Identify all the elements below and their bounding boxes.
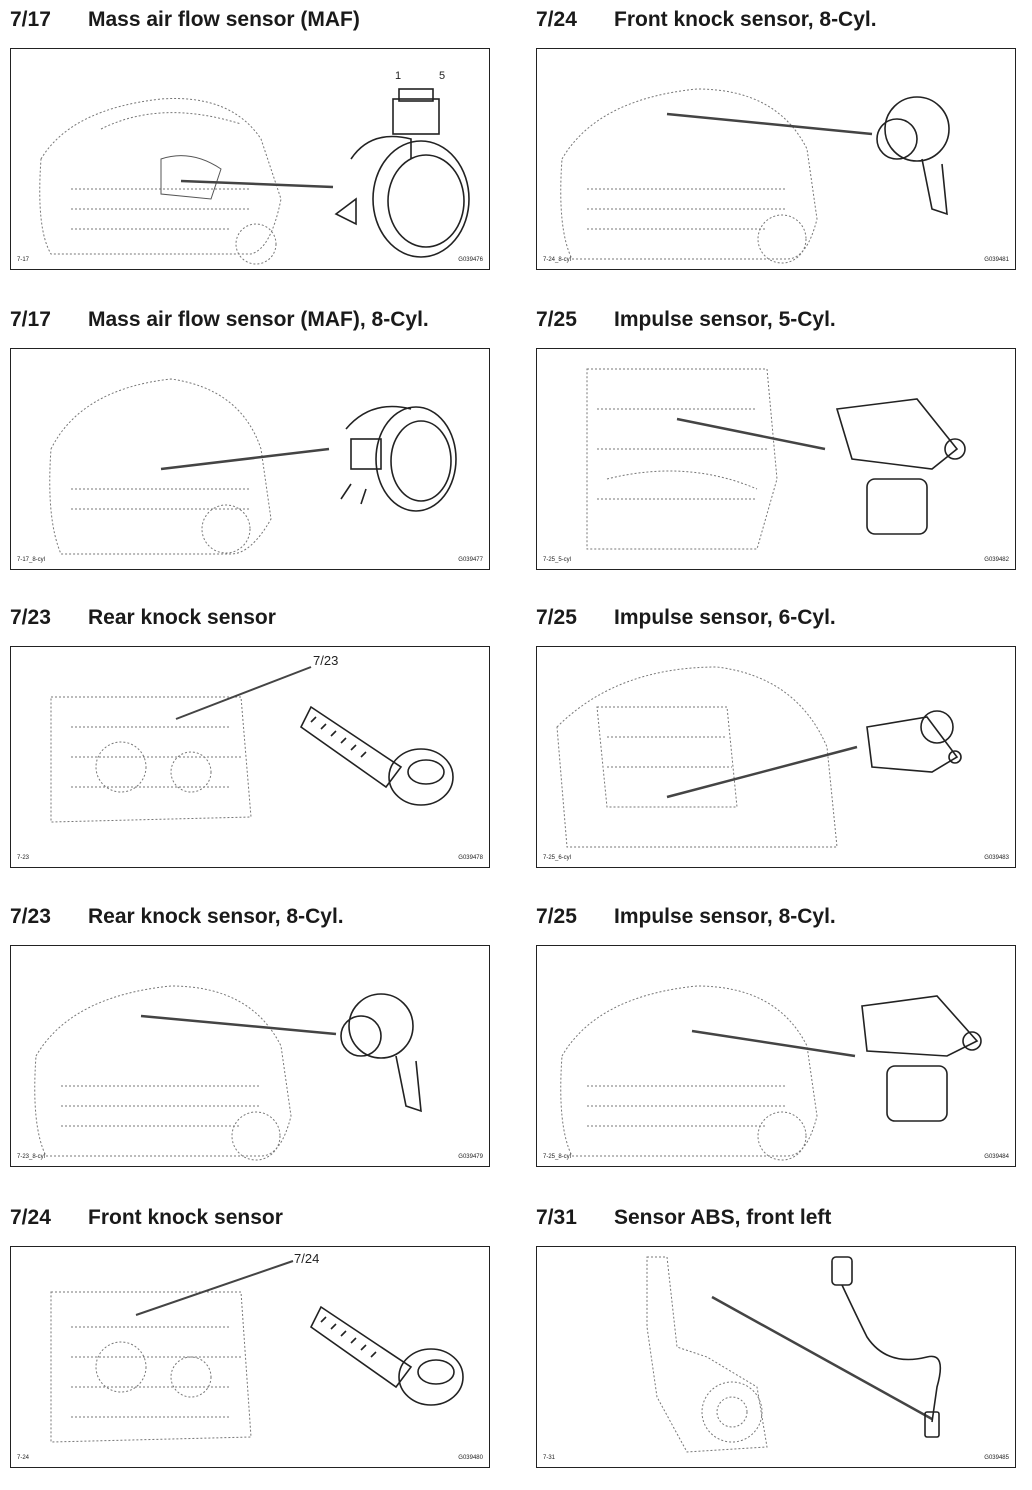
diagram-frame: 7/24 7-24 G039480 (10, 1246, 490, 1468)
component-code: 7/24 (10, 1206, 51, 1229)
component-title: Mass air flow sensor (MAF), 8-Cyl. (88, 308, 429, 331)
panel-heading: 7/31 Sensor ABS, front left (536, 1206, 831, 1230)
drawing-id: G039485 (984, 1455, 1009, 1461)
diagram-frame: 7-25_6-cyl G039483 (536, 646, 1016, 868)
drawing-id: G039478 (458, 855, 483, 861)
component-title: Front knock sensor, 8-Cyl. (614, 8, 877, 31)
drawing-id: G039481 (984, 257, 1009, 263)
figure-ref: 7-17 (17, 257, 30, 263)
component-title: Rear knock sensor (88, 606, 276, 629)
component-title: Mass air flow sensor (MAF) (88, 8, 360, 31)
component-title: Impulse sensor, 5-Cyl. (614, 308, 836, 331)
panel-heading: 7/17 Mass air flow sensor (MAF), 8-Cyl. (10, 308, 429, 332)
rear-knock-illustration: 7/23 (50, 653, 454, 823)
diagram-frame: 7-31 G039485 (536, 1246, 1016, 1468)
maf-8cyl-illustration (49, 378, 457, 555)
figure-ref: 7-23 (17, 855, 30, 861)
figure-ref: 7-25_5-cyl (543, 557, 572, 563)
component-title: Rear knock sensor, 8-Cyl. (88, 905, 344, 928)
drawing-id: G039476 (458, 257, 483, 263)
impulse-5cyl-illustration (586, 368, 966, 550)
component-code: 7/23 (10, 905, 51, 928)
pin-label: 1 (395, 70, 401, 82)
maf-illustration: 1 5 (39, 70, 470, 265)
impulse-6cyl-illustration (556, 666, 962, 848)
panel-heading: 7/25 Impulse sensor, 6-Cyl. (536, 606, 836, 630)
figure-ref: 7-25_8-cyl (543, 1154, 572, 1160)
component-title: Sensor ABS, front left (614, 1206, 832, 1229)
component-code: 7/25 (536, 606, 577, 629)
panel-heading: 7/24 Front knock sensor, 8-Cyl. (536, 8, 877, 32)
rear-knock-8cyl-illustration (34, 985, 422, 1161)
panel-heading: 7/25 Impulse sensor, 8-Cyl. (536, 905, 836, 929)
component-title: Impulse sensor, 6-Cyl. (614, 606, 836, 629)
drawing-id: G039477 (458, 557, 483, 563)
figure-ref: 7-25_6-cyl (543, 855, 572, 861)
drawing-id: G039479 (458, 1154, 483, 1160)
callout-label: 7/24 (294, 1251, 319, 1266)
component-code: 7/23 (10, 606, 51, 629)
component-code: 7/25 (536, 308, 577, 331)
component-code: 7/24 (536, 8, 577, 31)
component-title: Impulse sensor, 8-Cyl. (614, 905, 836, 928)
drawing-id: G039483 (984, 855, 1009, 861)
drawing-id: G039480 (458, 1455, 483, 1461)
panel-heading: 7/24 Front knock sensor (10, 1206, 283, 1230)
abs-sensor-illustration (646, 1256, 942, 1453)
figure-ref: 7-24_8-cyl (543, 257, 572, 263)
diagram-frame: 7/23 7-23 G039478 (10, 646, 490, 868)
component-code: 7/31 (536, 1206, 577, 1229)
diagram-frame: 7-23_8-cyl G039479 (10, 945, 490, 1167)
drawing-id: G039484 (984, 1154, 1009, 1160)
drawing-id: G039482 (984, 557, 1009, 563)
pin-label: 5 (439, 70, 445, 82)
figure-ref: 7-31 (543, 1455, 556, 1461)
panel-heading: 7/25 Impulse sensor, 5-Cyl. (536, 308, 836, 332)
diagram-frame: 7-25_5-cyl G039482 (536, 348, 1016, 570)
diagram-frame: 7-24_8-cyl G039481 (536, 48, 1016, 270)
panel-heading: 7/23 Rear knock sensor (10, 606, 276, 630)
figure-ref: 7-23_8-cyl (17, 1154, 46, 1160)
component-code: 7/17 (10, 308, 51, 331)
diagram-frame: 7-25_8-cyl G039484 (536, 945, 1016, 1167)
panel-heading: 7/23 Rear knock sensor, 8-Cyl. (10, 905, 344, 929)
panel-heading: 7/17 Mass air flow sensor (MAF) (10, 8, 360, 32)
callout-label: 7/23 (313, 653, 338, 668)
figure-ref: 7-17_8-cyl (17, 557, 46, 563)
figure-ref: 7-24 (17, 1455, 30, 1461)
component-code: 7/17 (10, 8, 51, 31)
front-knock-illustration: 7/24 (50, 1251, 464, 1443)
diagram-frame: 7-17_8-cyl G039477 (10, 348, 490, 570)
front-knock-8cyl-illustration (560, 88, 950, 264)
component-code: 7/25 (536, 905, 577, 928)
impulse-8cyl-illustration (560, 985, 982, 1161)
component-title: Front knock sensor (88, 1206, 283, 1229)
diagram-frame: 1 5 7-17 G039476 (10, 48, 490, 270)
